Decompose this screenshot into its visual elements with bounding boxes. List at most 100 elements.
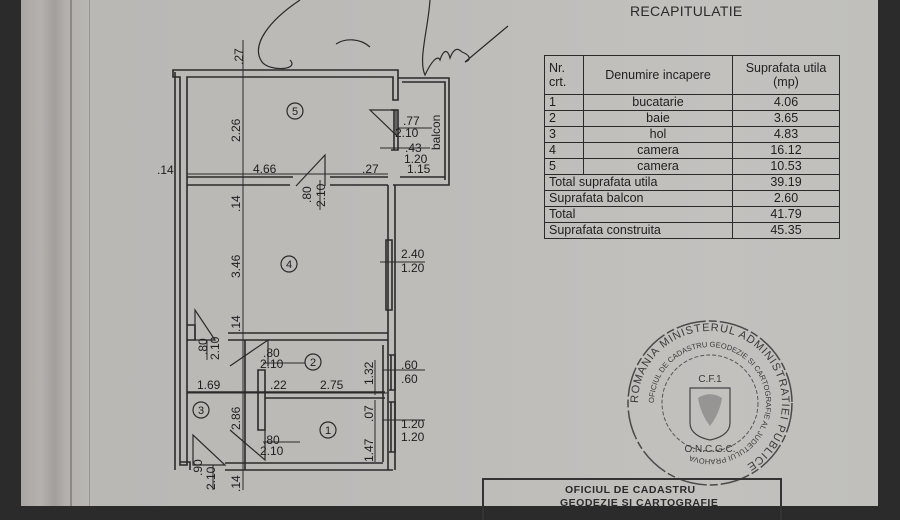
dim-top-wall: .27 <box>232 48 246 65</box>
dim-room5-height: 2.26 <box>229 118 243 142</box>
row-room-name: bucatarie <box>583 94 733 111</box>
room-marker-5 <box>286 102 304 120</box>
page-fold-line <box>89 0 90 506</box>
row-nr: 1 <box>544 94 584 111</box>
balcony-label: balcon <box>429 115 443 150</box>
balcony-window-height: 1.20 <box>404 152 428 166</box>
balcony-door-height: 2.10 <box>395 126 419 140</box>
dim-wall-07: .07 <box>362 405 376 422</box>
coat-of-arms-icon <box>689 387 731 441</box>
total-value: 2.60 <box>732 190 840 207</box>
signature-stroke <box>257 0 301 70</box>
total-label: Total <box>544 206 733 223</box>
balcony-window-width: .43 <box>405 141 422 155</box>
dim-hall-height: 2.86 <box>229 406 243 430</box>
room-marker-2 <box>304 353 322 371</box>
total-value: 45.35 <box>732 222 840 239</box>
room4-door-height: 2.10 <box>314 183 328 207</box>
total-label: Suprafata construita <box>544 222 733 239</box>
stamp-center-top: C.F.1 <box>698 374 722 385</box>
row-area: 16.12 <box>732 142 840 159</box>
dim-wall-14a: .14 <box>229 195 243 212</box>
bath-door-width: .80 <box>263 346 280 360</box>
row-room-name: hol <box>583 126 733 143</box>
recap-title: RECAPITULATIE <box>630 3 743 19</box>
hall-door-height: 2.10 <box>208 336 222 360</box>
dim-hall-width: 1.69 <box>197 378 221 392</box>
row-nr: 4 <box>544 142 584 159</box>
kitchen-door-height: 2.10 <box>260 444 284 458</box>
dim-wall-27: .27 <box>362 162 379 176</box>
dim-left-outer: .14 <box>157 163 174 177</box>
dim-kitchen-height: 1.47 <box>362 438 376 462</box>
row-area: 3.65 <box>732 110 840 127</box>
row-room-name: camera <box>583 142 733 159</box>
total-row: Total suprafata utila 39.19 <box>544 174 840 191</box>
row-area: 4.83 <box>732 126 840 143</box>
dim-wall-14-bottom: .14 <box>229 475 243 492</box>
row-nr: 5 <box>544 158 584 175</box>
table-header-row: Nr. crt. Denumire incapere Suprafata uti… <box>544 55 840 95</box>
total-value: 41.79 <box>732 206 840 223</box>
room4-window-width: 2.40 <box>401 247 425 261</box>
table-row: 4 camera 16.12 <box>544 142 840 159</box>
dim-bath-height: 1.32 <box>362 361 376 385</box>
room4-window-height: 1.20 <box>401 261 425 275</box>
kitchen-window-width: 1.20 <box>401 417 425 431</box>
right-dark-border <box>878 0 900 506</box>
kitchen-window-height: 1.20 <box>401 430 425 444</box>
table-row: 1 bucatarie 4.06 <box>544 94 840 111</box>
table-row: 2 baie 3.65 <box>544 110 840 127</box>
room-number-2: 2 <box>310 357 316 369</box>
dim-wall-22: .22 <box>270 378 287 392</box>
table-row: 5 camera 10.53 <box>544 158 840 175</box>
room-number-3: 3 <box>198 405 204 417</box>
table-row: 3 hol 4.83 <box>544 126 840 143</box>
area-summary-table: Nr. crt. Denumire incapere Suprafata uti… <box>544 55 840 239</box>
dim-kitchen-width: 2.75 <box>320 378 344 392</box>
entry-door-height: 2.10 <box>204 466 218 490</box>
official-stamp: ROMANIA MINISTERUL ADMINISTRATIEI PUBLIC… <box>627 320 793 486</box>
page-fold-line <box>70 0 72 506</box>
bath-door-height: 2.10 <box>260 357 284 371</box>
row-room-name: baie <box>583 110 733 127</box>
room-number-5: 5 <box>292 106 298 118</box>
signature-stroke <box>421 0 509 77</box>
office-header-line2: GEODEZIE SI CARTOGRAFIE <box>560 497 719 509</box>
room-marker-3 <box>192 401 210 419</box>
dim-wall-14b: .14 <box>229 315 243 332</box>
dim-room5-width: 4.66 <box>253 162 277 176</box>
office-header-box <box>482 478 782 520</box>
balcony-door-width: .77 <box>403 114 420 128</box>
room-marker-1 <box>319 421 337 439</box>
header-nr: Nr. crt. <box>544 55 584 95</box>
bath-window-height: .60 <box>401 372 418 386</box>
room-number-4: 4 <box>286 259 292 271</box>
total-row: Suprafata construita 45.35 <box>544 222 840 239</box>
left-dark-border <box>0 0 21 506</box>
total-row: Suprafata balcon 2.60 <box>544 190 840 207</box>
stamp-center-bottom: O.N.C.G.C. <box>684 444 735 455</box>
row-area: 10.53 <box>732 158 840 175</box>
entry-door-width: .90 <box>191 459 205 476</box>
header-room-name: Denumire incapere <box>583 55 733 95</box>
dim-room4-height: 3.46 <box>229 254 243 278</box>
total-label: Suprafata balcon <box>544 190 733 207</box>
total-value: 39.19 <box>732 174 840 191</box>
bath-window-width: .60 <box>401 358 418 372</box>
room-marker-4 <box>280 255 298 273</box>
header-area: Suprafata utila (mp) <box>732 55 840 95</box>
total-label: Total suprafata utila <box>544 174 733 191</box>
row-nr: 2 <box>544 110 584 127</box>
row-area: 4.06 <box>732 94 840 111</box>
row-nr: 3 <box>544 126 584 143</box>
total-row: Total 41.79 <box>544 206 840 223</box>
dim-balcony-width: 1.15 <box>407 162 431 176</box>
hall-door-width: .80 <box>196 338 210 355</box>
room-number-1: 1 <box>325 425 331 437</box>
office-header-line1: OFICIUL DE CADASTRU <box>565 484 696 496</box>
row-room-name: camera <box>583 158 733 175</box>
room4-door-width: .80 <box>300 186 314 203</box>
kitchen-door-width: .80 <box>263 433 280 447</box>
floor-plan-drawing: 5 4 2 3 1 .27 .14 2.26 4.66 .27 1.15 .14… <box>157 0 509 492</box>
